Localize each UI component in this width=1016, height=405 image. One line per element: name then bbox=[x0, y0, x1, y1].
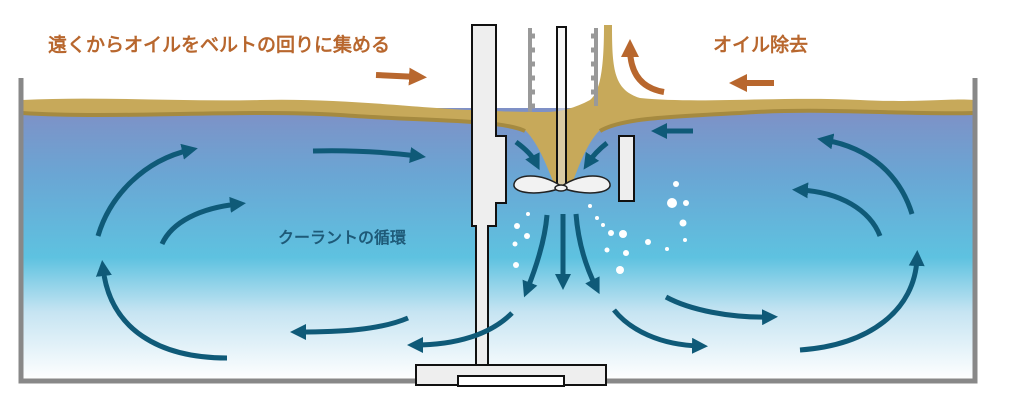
oil-flow-arrow bbox=[375, 67, 427, 86]
flow-arrow bbox=[514, 139, 540, 171]
oil-removal-label: オイル除去 bbox=[713, 34, 809, 56]
belt bbox=[556, 26, 567, 188]
flow-arrow bbox=[407, 311, 514, 353]
air-bubbles bbox=[512, 181, 689, 274]
collect-oil-label: 遠くからオイルをベルトの回りに集める bbox=[48, 34, 391, 56]
flow-arrow bbox=[799, 250, 925, 353]
flow-arrow bbox=[159, 196, 246, 246]
flow-arrow bbox=[95, 143, 198, 237]
flow-arrow bbox=[792, 182, 883, 237]
flow-arrow bbox=[522, 214, 550, 298]
skimmer-body bbox=[471, 24, 507, 366]
scraper-right bbox=[591, 28, 598, 106]
flow-arrow bbox=[612, 308, 708, 354]
flow-arrow bbox=[817, 133, 915, 215]
flow-arrow bbox=[95, 260, 228, 361]
oil-flow-arrow bbox=[621, 39, 665, 95]
flow-arrow bbox=[289, 315, 409, 340]
flow-arrow bbox=[312, 147, 426, 163]
coolant-circulation-label: クーラントの循環 bbox=[278, 228, 407, 247]
propeller bbox=[513, 175, 611, 194]
flow-arrow bbox=[664, 294, 778, 326]
flow-arrow bbox=[583, 141, 609, 170]
scraper-left bbox=[528, 28, 535, 112]
oil-layer bbox=[22, 25, 974, 188]
flow-arrow bbox=[573, 213, 600, 295]
baffle-plate bbox=[618, 135, 635, 202]
skimmer-base-inner bbox=[457, 375, 565, 387]
